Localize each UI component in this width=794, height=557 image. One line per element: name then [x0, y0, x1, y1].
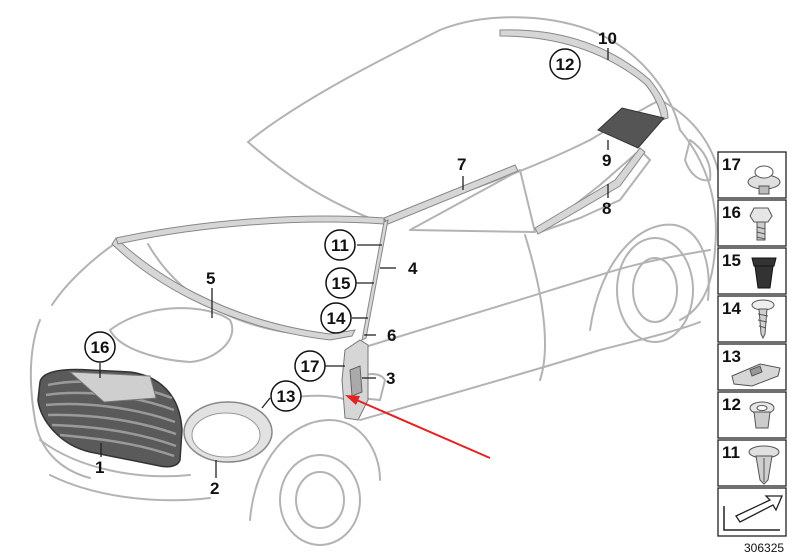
red-arrow: [345, 395, 491, 459]
callout-7: 7: [457, 155, 466, 174]
svg-text:16: 16: [91, 338, 110, 357]
install-direction-icon: [723, 495, 783, 531]
roof-molding-7: [383, 164, 519, 225]
legend-item-16: 16: [717, 199, 787, 247]
callout-4: 4: [408, 259, 418, 278]
callout-labels: 1 2 3 4 5 6 7 8 9 10 11 12 13 14 15: [84, 29, 617, 498]
callout-16: 16: [84, 331, 116, 363]
svg-text:13: 13: [277, 387, 296, 406]
rear-panel-9: [597, 107, 665, 149]
legend-item-13: 13: [717, 343, 787, 391]
svg-text:13: 13: [722, 347, 741, 366]
rivet-icon: [747, 165, 781, 195]
legend-item-17: 17: [717, 151, 787, 199]
legend-item-12: 12: [717, 391, 787, 439]
windshield-molding: [111, 237, 356, 341]
clip-bracket-icon: [731, 363, 781, 387]
leader-lines: [99, 48, 609, 478]
legend-column: 17 16 15: [717, 151, 787, 537]
callout-3: 3: [386, 369, 395, 388]
callout-5: 5: [206, 269, 215, 288]
grommet-icon: [751, 257, 777, 289]
svg-text:12: 12: [722, 395, 741, 414]
callout-8: 8: [602, 199, 611, 218]
svg-text:17: 17: [722, 155, 741, 174]
callout-2: 2: [210, 479, 219, 498]
image-id: 306325: [744, 541, 784, 555]
nut-icon: [749, 401, 775, 429]
callout-12: 12: [549, 48, 581, 80]
legend-item-symbol: [717, 487, 787, 537]
svg-text:15: 15: [722, 251, 741, 270]
svg-text:15: 15: [332, 274, 351, 293]
svg-text:12: 12: [556, 55, 575, 74]
callout-1: 1: [95, 458, 104, 477]
legend-item-15: 15: [717, 247, 787, 295]
expanding-clip-icon: [748, 445, 780, 485]
a-pillar-trim: [361, 219, 389, 341]
highlighted-parts: [37, 29, 669, 468]
callout-10: 10: [598, 29, 617, 48]
legend-item-11: 11: [717, 439, 787, 487]
callout-6: 6: [387, 326, 396, 345]
legend-item-14: 14: [717, 295, 787, 343]
svg-text:14: 14: [722, 299, 741, 318]
front-grille: [37, 368, 183, 468]
svg-text:17: 17: [301, 357, 320, 376]
callout-14: 14: [320, 302, 352, 334]
roof-trim-10: [499, 29, 669, 121]
callout-11: 11: [324, 229, 356, 261]
hex-bolt-icon: [749, 207, 773, 241]
svg-text:11: 11: [722, 443, 740, 462]
svg-text:14: 14: [327, 309, 346, 328]
roof-molding-8: [534, 147, 646, 235]
callout-17: 17: [294, 350, 326, 382]
headlight-inner: [191, 412, 261, 458]
callout-13: 13: [270, 380, 302, 412]
screw-icon: [751, 299, 775, 340]
a-pillar-slot: [349, 365, 363, 397]
callout-9: 9: [602, 151, 611, 170]
svg-text:11: 11: [331, 236, 349, 255]
svg-text:16: 16: [722, 203, 741, 222]
callout-15: 15: [325, 267, 357, 299]
